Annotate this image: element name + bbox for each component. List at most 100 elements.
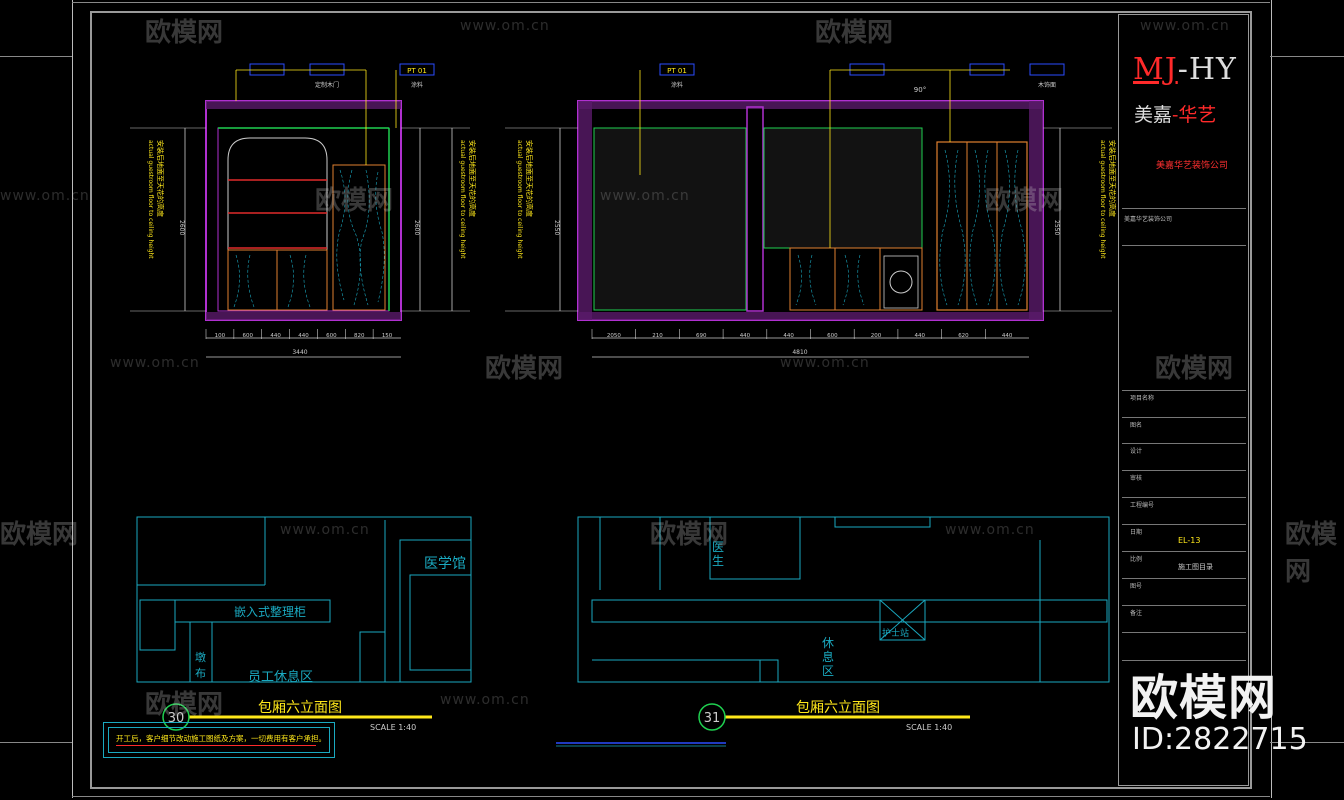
plan-left-bed (409, 574, 472, 671)
brand-cn-name-b: -华艺 (1172, 104, 1217, 126)
inner-frame (90, 11, 1252, 789)
elev30-tag-box (309, 63, 345, 76)
frame-line-right-bar-2 (1270, 742, 1344, 743)
elev31-cabinet-grain (795, 254, 865, 306)
frame-line-left-bar-2 (0, 742, 72, 743)
watermark-logo: 欧模网 (815, 18, 894, 48)
elev30-height-label: 2600 (413, 220, 420, 235)
title-bar-31-number: 31 (704, 711, 721, 726)
elev31-tag-label: 涂料 (671, 81, 683, 89)
elev31-tag-box (969, 63, 1005, 76)
elev31-floor-band (578, 312, 1043, 320)
elev30-arch (227, 137, 328, 250)
watermark-url: www.om.cn (945, 522, 1035, 538)
note-text: 开工后，客户细节改动施工图纸及方案，一切费用有客户承担。 (116, 734, 326, 743)
elev31-dim-label: 440 (1002, 333, 1013, 339)
elev31-panel-left (593, 127, 747, 311)
tb-row-8: 备注 (1130, 610, 1143, 617)
plan-label-cloth: 墩布 (195, 651, 206, 680)
elev31-washer (883, 255, 919, 309)
tb-divider (1122, 208, 1246, 209)
tb-divider (1122, 417, 1246, 418)
tb-divider (1122, 390, 1246, 391)
watermark-url: www.om.cn (280, 522, 370, 538)
elev30-tag-box (249, 63, 285, 76)
elev30-tag-box (399, 63, 435, 76)
watermark-big-logo: 欧模网 (1130, 670, 1278, 726)
watermark-url: www.om.cn (460, 18, 550, 34)
elev31-vnote-en-right: actual guestroom floor to ceiling height (1099, 140, 1106, 259)
frame-line-left-bar (0, 56, 72, 57)
plan-right-room (709, 516, 801, 580)
tb-divider (1122, 443, 1246, 444)
brand-logo-mj: MJ (1133, 52, 1178, 87)
tb-row-4: 工程编号 (1130, 502, 1155, 509)
elev31-vnote-cn: 安装后地面至天花的高度 (525, 140, 534, 217)
elev31-dim-total: 4810 (792, 349, 807, 356)
tb-divider (1122, 632, 1246, 633)
elevation-31: 4810 90° PT 01 涂料 木饰面 2550 2550 安装后地面至天花… (505, 63, 1117, 358)
watermark-url: www.om.cn (110, 355, 200, 371)
elev30-dim-label: 600 (326, 333, 337, 339)
watermark-logo: 欧模网 (985, 186, 1064, 216)
plan-right-chair (759, 659, 779, 683)
elev31-dim-label: 620 (958, 333, 969, 339)
elev31-angle: 90° (914, 86, 926, 94)
elev30-dim-label: 150 (382, 333, 393, 339)
elev30-ceiling-band (206, 101, 401, 109)
elev30-cabinet-grain (233, 254, 311, 308)
frame-line-bottom (72, 796, 1270, 797)
elev30-dim-label: 440 (298, 333, 309, 339)
tb-row-6: 比例 (1130, 556, 1143, 563)
elev31-dim-label: 440 (783, 333, 794, 339)
plan-right-box (879, 599, 926, 641)
plan-left-door (359, 631, 386, 683)
elev31-panel-mid (763, 127, 923, 249)
elev30-dim-label: 820 (354, 333, 365, 339)
title-bar-30-title: 包厢六立面图 (258, 700, 342, 716)
elev30-dim-label: 440 (270, 333, 281, 339)
watermark-logo: 欧模网 (0, 520, 79, 550)
elevation-30: 3440 PT 01 涂料 定制木门 2600 2600 安装后地面至天花的高度… (130, 63, 477, 358)
elev30-door (332, 164, 386, 311)
watermark-url: www.om.cn (600, 188, 690, 204)
elev30-vnote-cn: 安装后地面至天花的高度 (156, 140, 165, 217)
watermark-id: ID:2822715 (1132, 722, 1308, 757)
note-box: 开工后，客户细节改动施工图纸及方案，一切费用有客户承担。 (103, 722, 335, 758)
plan-right-top-cabinet (834, 516, 931, 528)
elev31-wardrobe-grain (939, 149, 1026, 306)
elev31-lower-cabinet (789, 247, 923, 311)
plan-label-cabinet: 嵌入式整理柜 (234, 605, 307, 619)
note-box-inner (108, 727, 330, 753)
watermark-logo: 欧模网 (1285, 520, 1338, 587)
elev31-dim-label: 440 (740, 333, 751, 339)
plan-label-room: 医学馆 (424, 556, 466, 572)
plan-left (136, 516, 472, 683)
elev31-column (746, 106, 764, 312)
elev30-dim-label: 100 (215, 333, 226, 339)
elev31-dim-label: 600 (827, 333, 838, 339)
elev30-floor-band (206, 312, 401, 320)
elev31-vnote-en: actual guestroom floor to ceiling height (516, 140, 523, 259)
elev31-ceiling-band (578, 101, 1043, 109)
frame-line-right-bar (1270, 56, 1344, 57)
tb-divider (1122, 605, 1246, 606)
watermark-logo: 欧模网 (650, 520, 729, 550)
elev30-dim-label: 600 (243, 333, 254, 339)
brand-logo-hy: -HY (1177, 52, 1237, 87)
title-bar-30-circle (162, 703, 190, 731)
tb-row-5: 日期 (1130, 529, 1143, 536)
watermark-logo: 欧模网 (1155, 354, 1234, 384)
watermark-url: www.om.cn (0, 188, 90, 204)
elev31-tag-box (659, 63, 695, 76)
elev31-height-label: 2550 (553, 220, 560, 235)
tb-divider (1122, 551, 1246, 552)
title-bar-31-scale: SCALE 1:40 (906, 723, 952, 732)
tb-row-1: 图名 (1130, 422, 1143, 429)
tb-divider (1122, 578, 1246, 579)
elev31-left-band (578, 101, 592, 320)
elev30-tag-label: 涂料 (411, 81, 423, 89)
elev31-tag-box (849, 63, 885, 76)
tb-row-2: 设计 (1130, 448, 1143, 455)
tb-project-label: 美嘉华艺装饰公司 (1124, 216, 1173, 223)
